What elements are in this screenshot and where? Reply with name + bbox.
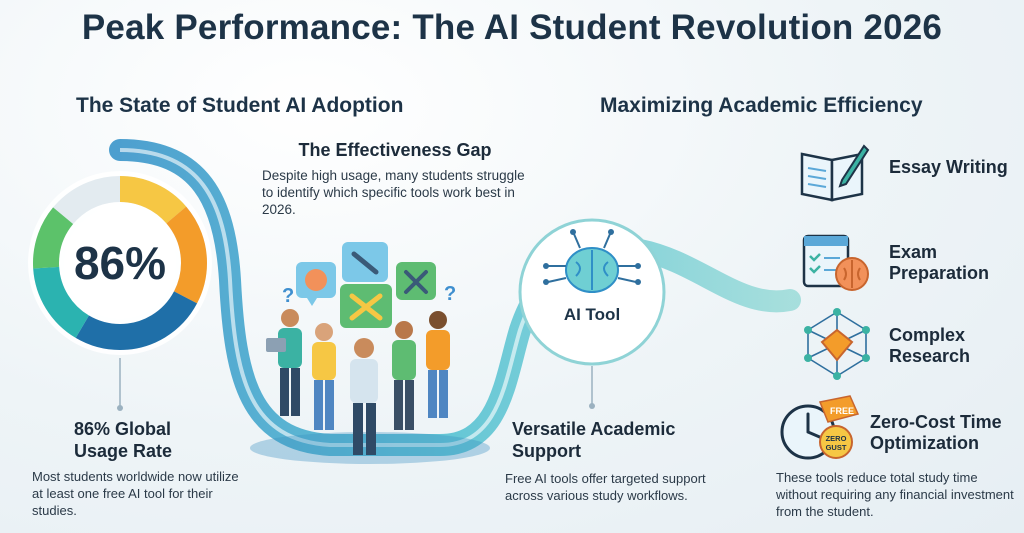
feature-zero-cost-label: Zero-Cost Time Optimization — [870, 412, 1002, 453]
left-section-title: The State of Student AI Adoption — [76, 94, 404, 117]
student-figure — [392, 321, 416, 430]
usage-description: Most students worldwide now utilize at l… — [32, 469, 239, 518]
page-title: Peak Performance: The AI Student Revolut… — [81, 8, 943, 47]
student-figure — [312, 323, 336, 430]
free-tag-text: FREE — [830, 406, 854, 416]
usage-ring-chart — [28, 171, 212, 355]
support-description: Free AI tools offer targeted support acr… — [505, 471, 706, 503]
usage-ring-segment — [33, 176, 207, 350]
student-figure — [426, 311, 450, 418]
usage-ring-segment — [33, 176, 207, 350]
feature-exam-label: Exam Preparation — [889, 242, 990, 283]
calendar-brain-icon — [802, 234, 869, 291]
clock-tag-icon: FREE ZERO GUST — [780, 395, 860, 460]
usage-heading: 86% Global Usage Rate — [74, 419, 173, 461]
network-gem-icon — [804, 308, 870, 380]
svg-text:?: ? — [444, 283, 456, 305]
zero-badge-text: ZERO — [826, 434, 847, 443]
zero-cost-description: These tools reduce total study time with… — [776, 470, 1014, 519]
ai-tool-circle — [518, 218, 666, 366]
cost-badge-text: GUST — [826, 443, 847, 452]
speech-bubble-brain-icon — [296, 262, 336, 306]
ai-tool-label: AI Tool — [563, 305, 621, 324]
students-illustration: ? ? — [266, 242, 456, 455]
brain-circuit-icon — [543, 229, 641, 293]
zero-cost-badge-icon: ZERO GUST — [819, 425, 853, 459]
feature-research-label: Complex Research — [889, 325, 971, 366]
speech-bubble-screwdriver-icon — [396, 262, 436, 300]
book-pen-icon — [800, 144, 870, 202]
student-figure — [266, 309, 302, 416]
support-heading: Versatile Academic Support — [512, 419, 676, 461]
usage-ring-segment — [33, 176, 207, 350]
right-section-title: Maximizing Academic Efficiency — [600, 94, 923, 117]
usage-percent: 86% — [73, 237, 167, 289]
gap-description: Despite high usage, many students strugg… — [262, 168, 525, 217]
usage-ring-segment — [33, 176, 207, 350]
feature-essay-label: Essay Writing — [889, 157, 1008, 177]
free-tag-icon: FREE — [818, 395, 860, 423]
speech-bubble-wrench-icon — [342, 242, 388, 282]
svg-text:?: ? — [282, 285, 294, 307]
gap-title: The Effectiveness Gap — [298, 140, 492, 160]
student-figure — [350, 338, 378, 455]
speech-bubble-tools-icon — [340, 284, 392, 328]
